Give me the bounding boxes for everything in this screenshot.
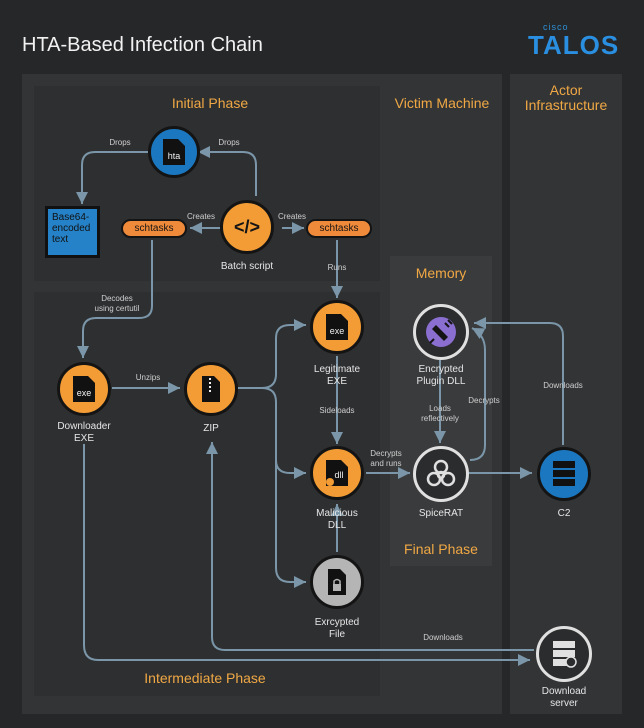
spicerat-label: SpiceRAT xyxy=(418,508,464,519)
edge-label-drops-right: Drops xyxy=(218,138,240,147)
edge-downloader-to-server xyxy=(83,444,530,666)
edge-label-runs: Runs xyxy=(327,263,347,272)
code-icon: </> xyxy=(233,216,261,237)
edge-label-unzips: Unzips xyxy=(135,373,161,382)
edge-label-creates-left: Creates xyxy=(186,212,215,221)
zip-label: ZIP xyxy=(203,423,219,434)
zip-icon xyxy=(202,376,220,402)
svg-text:dll: dll xyxy=(334,470,343,480)
edge-label-downloads-c2: Downloads xyxy=(543,381,583,390)
edge-decrypts xyxy=(469,327,486,461)
batch-script-label: Batch script xyxy=(220,261,274,272)
dll-icon: dll xyxy=(326,460,348,486)
encrypted-plugin-dll-node xyxy=(413,304,469,360)
base64-text-node: Base64- encoded text xyxy=(45,206,100,258)
victim-machine-title: Victim Machine xyxy=(394,95,490,111)
final-phase-title: Final Phase xyxy=(404,541,478,557)
edge-decodes xyxy=(77,240,153,358)
downloader-exe-node: exe xyxy=(57,362,111,416)
legitimate-exe-label: Legitimate EXE xyxy=(313,364,361,387)
svg-text:exe: exe xyxy=(330,326,345,336)
edge-label-downloads-server: Downloads xyxy=(423,633,463,642)
spicerat-node xyxy=(413,446,469,502)
encrypted-plugin-dll-label: Encrypted Plugin DLL xyxy=(416,364,466,387)
actor-infrastructure-panel xyxy=(510,74,622,714)
downloader-exe-label: Downloader EXE xyxy=(57,421,111,444)
exe-icon: exe xyxy=(326,314,348,340)
zip-node xyxy=(184,362,238,416)
edge-label-drops-left: Drops xyxy=(109,138,131,147)
edge-zip-to-file xyxy=(275,460,306,588)
malicious-dll-label: Malicious DLL xyxy=(316,508,358,531)
edge-batch-to-hta xyxy=(198,146,257,196)
plug-icon xyxy=(426,317,456,347)
memory-title: Memory xyxy=(415,265,467,281)
schtasks-right-node: schtasks xyxy=(306,219,372,238)
intermediate-phase-title: Intermediate Phase xyxy=(144,670,266,686)
server-download-icon xyxy=(553,641,577,668)
edge-label-creates-right: Creates xyxy=(277,212,306,221)
brand-talos-logo: TALOS xyxy=(528,30,620,60)
initial-phase-title: Initial Phase xyxy=(171,95,249,111)
encrypted-file-node xyxy=(310,555,364,609)
edge-server-to-zip xyxy=(206,442,534,651)
svg-text:hta: hta xyxy=(168,151,181,161)
edge-label-loads: Loads reflectively xyxy=(421,404,459,423)
encrypted-file-label: Exrcypted File xyxy=(314,617,360,640)
actor-infrastructure-title: Actor Infrastructure xyxy=(524,82,608,113)
edge-downloads-c2 xyxy=(474,317,564,445)
edge-hta-to-base64 xyxy=(76,151,148,204)
malicious-dll-node: dll xyxy=(310,446,364,500)
edge-label-decodes: Decodes using certutil xyxy=(94,294,140,313)
edge-zip-to-legit xyxy=(238,319,306,389)
edge-zip-to-dll xyxy=(261,387,306,479)
c2-label: C2 xyxy=(557,508,571,519)
server-icon xyxy=(553,461,575,486)
hta-icon: hta xyxy=(163,139,185,165)
brand-cisco: cisco xyxy=(543,22,569,32)
svg-text:exe: exe xyxy=(77,388,92,398)
download-server-node xyxy=(536,626,592,682)
legitimate-exe-node: exe xyxy=(310,300,364,354)
schtasks-left-node: schtasks xyxy=(121,219,187,238)
locked-file-icon xyxy=(328,569,346,595)
hta-file-node: hta xyxy=(148,126,200,178)
batch-script-node: </> xyxy=(220,200,274,254)
edge-label-decrypts: Decrypts xyxy=(468,396,500,405)
c2-server-node xyxy=(537,447,591,501)
biohazard-icon xyxy=(426,459,456,487)
page-title: HTA-Based Infection Chain xyxy=(22,34,263,56)
exe-icon: exe xyxy=(73,376,95,402)
download-server-label: Download server xyxy=(541,686,587,709)
edge-label-sideloads: Sideloads xyxy=(319,406,355,415)
edge-label-decrypts-runs: Decrypts and runs xyxy=(370,449,402,468)
